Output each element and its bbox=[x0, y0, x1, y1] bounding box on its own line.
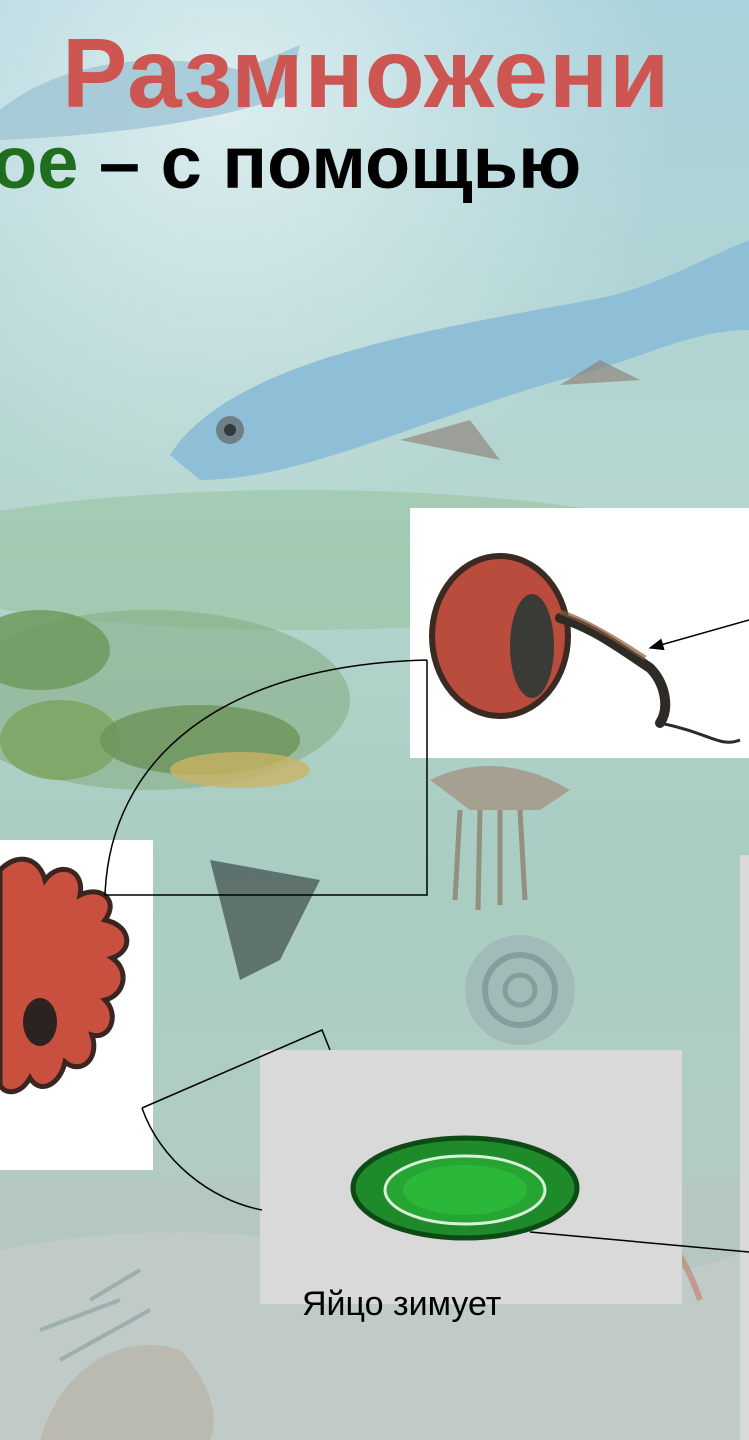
winter-egg-image bbox=[260, 1050, 682, 1304]
slide-subtitle: ое – с помощью bbox=[0, 118, 581, 208]
flagellate-cell-panel bbox=[410, 508, 749, 758]
winter-egg-panel bbox=[260, 1050, 682, 1304]
right-edge-panel bbox=[740, 855, 749, 1440]
slide-title: Размножени bbox=[62, 18, 670, 128]
subtitle-black-fragment: – с помощью bbox=[78, 121, 581, 204]
amoeba-image bbox=[0, 840, 153, 1170]
winter-egg-caption: Яйцо зимует bbox=[302, 1283, 501, 1325]
flagellate-cell-image bbox=[410, 508, 749, 758]
amoeba-panel bbox=[0, 840, 153, 1170]
subtitle-green-fragment: ое bbox=[0, 121, 78, 204]
